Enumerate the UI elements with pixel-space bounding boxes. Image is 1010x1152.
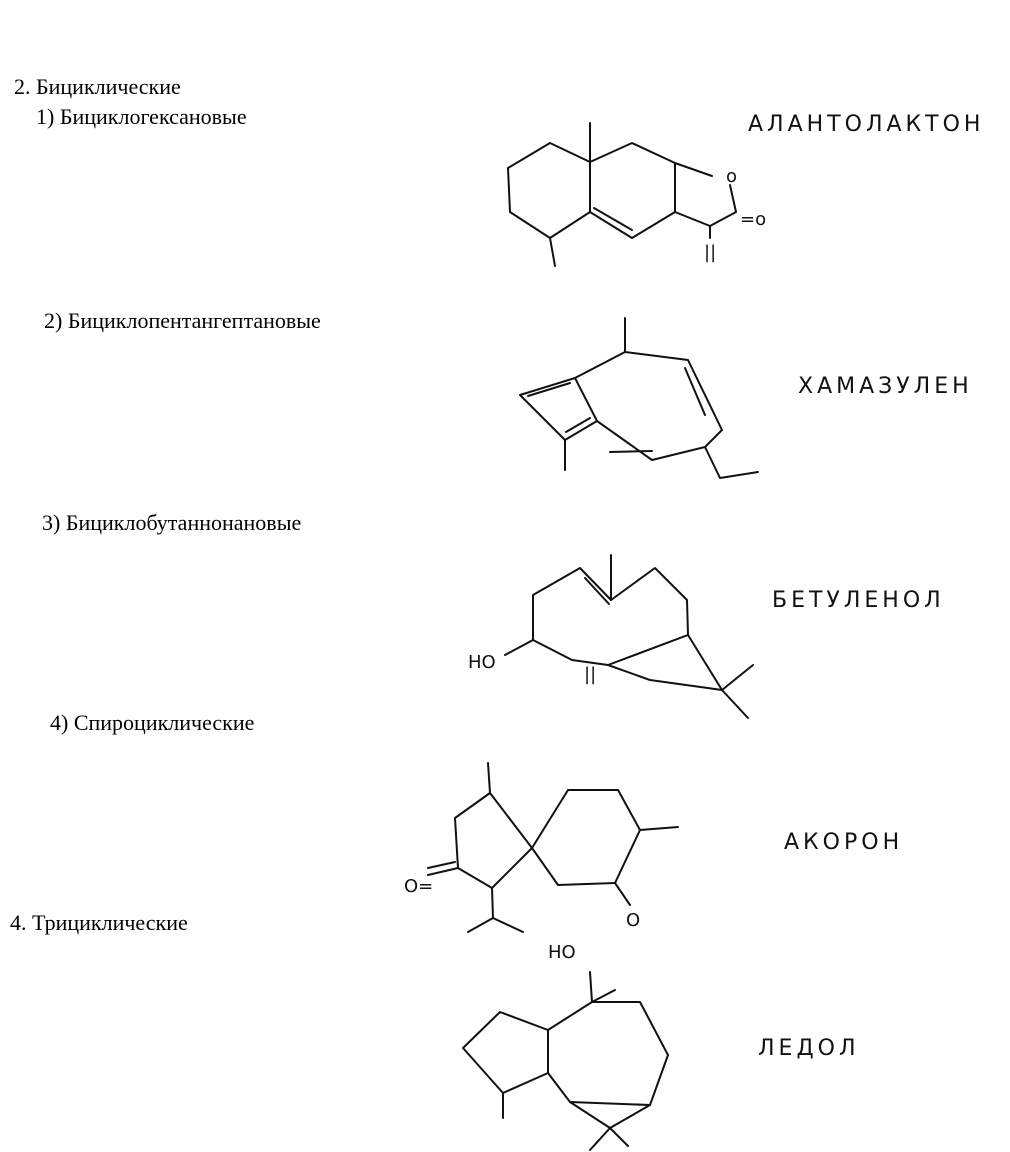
compound-name-acorone: АКОРОН: [784, 830, 904, 855]
subsection-spirocyclic: 4) Спироциклические: [50, 710, 255, 735]
section-bicyclic-title: 2. Бициклические: [14, 74, 181, 99]
atom-exo-double: ||: [704, 242, 716, 263]
compound-name-betulenol: БЕТУЛЕНОЛ: [772, 588, 945, 613]
compound-name-chamazulene: ХАМАЗУЛЕН: [798, 374, 973, 399]
atom-hydroxyl: HO: [468, 652, 496, 673]
subsection-bicyclobutanenonane: 3) Бициклобутаннонановые: [42, 510, 302, 535]
atom-exo-double-2: ||: [584, 664, 596, 685]
atom-ketone-right: O: [626, 910, 640, 931]
atom-ketone-left: O=: [404, 876, 433, 897]
subsection-bicyclopentaneheptane: 2) Бициклопентангептановые: [44, 308, 321, 333]
compound-name-ledol: ЛЕДОЛ: [758, 1036, 860, 1061]
atom-ring-oxygen: o: [726, 166, 737, 187]
section-tricyclic-title: 4. Трициклические: [10, 910, 188, 935]
subsection-bicyclohexane: 1) Бициклогексановые: [36, 104, 247, 129]
compound-name-alantolactone: АЛАНТОЛАКТОН: [748, 112, 985, 137]
atom-carbonyl: =o: [740, 209, 766, 230]
atom-hydroxyl-top: HO: [548, 942, 576, 963]
